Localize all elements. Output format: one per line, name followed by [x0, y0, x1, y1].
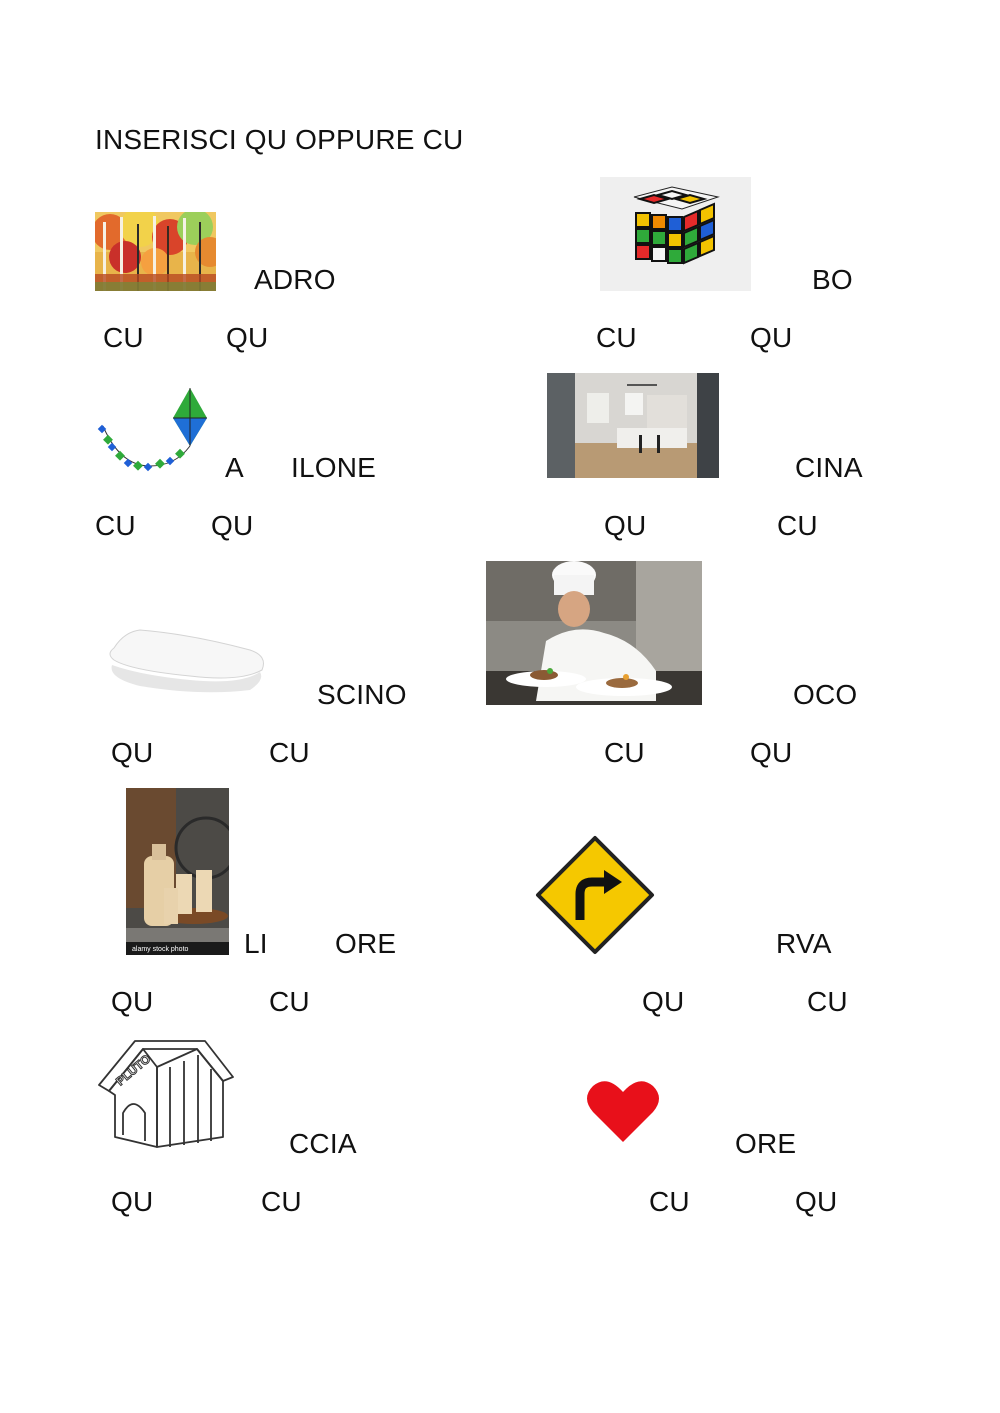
- option-cu[interactable]: CU: [604, 737, 645, 768]
- autumn-forest-picture: [95, 212, 216, 291]
- option-cu[interactable]: CU: [269, 986, 310, 1017]
- option-cu[interactable]: CU: [103, 322, 144, 353]
- worksheet-title: INSERISCI QU OPPURE CU: [95, 124, 464, 155]
- option-qu[interactable]: QU: [111, 737, 154, 768]
- word-fragment-adro: ADRO: [254, 264, 336, 295]
- option-qu[interactable]: QU: [750, 737, 793, 768]
- option-qu[interactable]: QU: [795, 1186, 838, 1217]
- heart-picture: [585, 1076, 661, 1144]
- option-cu[interactable]: CU: [261, 1186, 302, 1217]
- word-fragment-scino: SCINO: [317, 679, 407, 710]
- word-fragment-oco: OCO: [793, 679, 858, 710]
- chef-picture: [486, 561, 702, 705]
- word-fragment-ore: ORE: [735, 1128, 797, 1159]
- word-fragment-ccia: CCIA: [289, 1128, 357, 1159]
- image-caption: alamy stock photo: [132, 946, 189, 953]
- option-cu[interactable]: CU: [269, 737, 310, 768]
- option-qu[interactable]: QU: [604, 510, 647, 541]
- kite-picture: [95, 386, 215, 478]
- option-cu[interactable]: CU: [95, 510, 136, 541]
- rubiks-cube-picture: [600, 177, 751, 291]
- option-qu[interactable]: QU: [111, 986, 154, 1017]
- option-qu[interactable]: QU: [642, 986, 685, 1017]
- option-qu[interactable]: QU: [111, 1186, 154, 1217]
- kitchen-picture: [547, 373, 719, 478]
- pillow-picture: [100, 620, 270, 695]
- option-cu[interactable]: CU: [596, 322, 637, 353]
- option-cu[interactable]: CU: [649, 1186, 690, 1217]
- word-fragment-a: A: [225, 452, 244, 483]
- doghouse-picture: PLUTO: [95, 1037, 235, 1152]
- curve-sign-picture: [534, 834, 656, 956]
- word-fragment-ilone: ILONE: [291, 452, 377, 483]
- word-fragment-bo: BO: [812, 264, 853, 295]
- option-cu[interactable]: CU: [807, 986, 848, 1017]
- word-fragment-ore: ORE: [335, 928, 397, 959]
- option-qu[interactable]: QU: [226, 322, 269, 353]
- option-cu[interactable]: CU: [777, 510, 818, 541]
- word-fragment-cina: CINA: [795, 452, 863, 483]
- word-fragment-rva: RVA: [776, 928, 832, 959]
- option-qu[interactable]: QU: [750, 322, 793, 353]
- option-qu[interactable]: QU: [211, 510, 254, 541]
- word-fragment-li: LI: [244, 928, 268, 959]
- liqueur-picture: alamy stock photo: [126, 788, 229, 955]
